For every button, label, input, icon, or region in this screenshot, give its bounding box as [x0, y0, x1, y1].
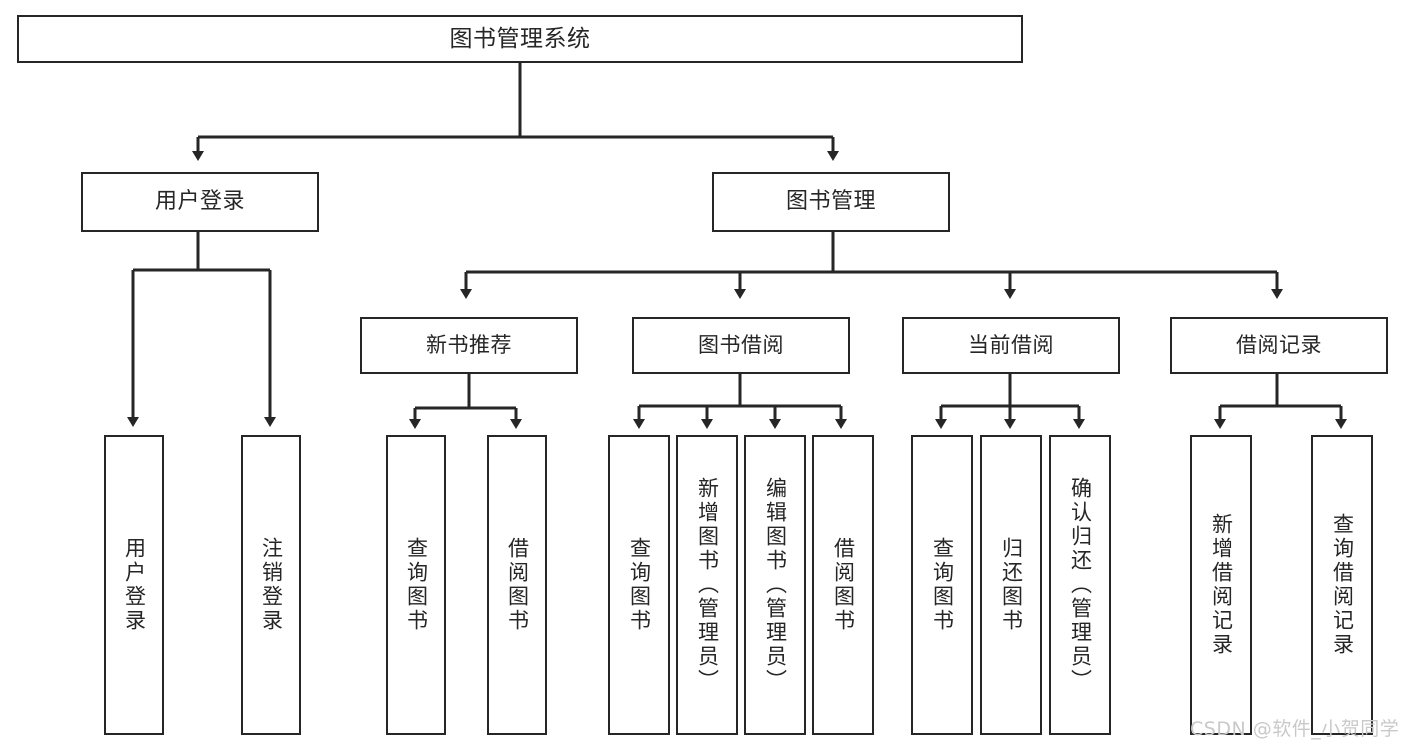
leaf-user-login[interactable]: 用户登录: [104, 435, 164, 735]
leaf-query-book-2[interactable]: 查询图书: [608, 435, 670, 735]
node-root-label: 图书管理系统: [449, 25, 591, 52]
leaf-query-record[interactable]: 查询借阅记录: [1311, 435, 1373, 735]
leaf-borrow-book-1-label: 借阅图书: [505, 537, 530, 633]
leaf-borrow-book-2-inner: 借阅图书: [814, 437, 872, 733]
leaf-return-book[interactable]: 归还图书: [980, 435, 1042, 735]
leaf-add-book[interactable]: 新增图书（管理员）: [676, 435, 738, 735]
node-new-book-recommend-label: 新书推荐: [426, 333, 512, 358]
node-borrow-record-label: 借阅记录: [1236, 333, 1322, 358]
node-borrow-record[interactable]: 借阅记录: [1170, 317, 1388, 374]
leaf-query-record-label: 查询借阅记录: [1330, 513, 1355, 657]
leaf-query-book-1-inner: 查询图书: [388, 437, 444, 733]
leaf-return-book-label: 归还图书: [999, 537, 1024, 633]
watermark: CSDN @软件_小贺同学: [1190, 718, 1400, 740]
leaf-query-book-1-label: 查询图书: [404, 537, 429, 633]
node-current-borrow[interactable]: 当前借阅: [902, 317, 1120, 374]
leaf-user-login-label: 用户登录: [122, 537, 147, 633]
leaf-add-book-inner: 新增图书（管理员）: [678, 437, 736, 733]
node-book-borrow-label: 图书借阅: [698, 333, 784, 358]
node-new-book-recommend[interactable]: 新书推荐: [360, 317, 578, 374]
leaf-edit-book[interactable]: 编辑图书（管理员）: [744, 435, 806, 735]
leaf-query-book-3-inner: 查询图书: [913, 437, 971, 733]
leaf-query-book-2-inner: 查询图书: [610, 437, 668, 733]
leaf-borrow-book-2-label: 借阅图书: [831, 537, 856, 633]
leaf-logout-inner: 注销登录: [243, 437, 299, 733]
leaf-confirm-return-label: 确认归还（管理员）: [1068, 477, 1093, 693]
leaf-add-record[interactable]: 新增借阅记录: [1190, 435, 1252, 735]
leaf-query-book-3[interactable]: 查询图书: [911, 435, 973, 735]
node-book-manage[interactable]: 图书管理: [712, 172, 950, 232]
leaf-add-record-inner: 新增借阅记录: [1192, 437, 1250, 733]
leaf-logout-label: 注销登录: [259, 537, 284, 633]
leaf-logout[interactable]: 注销登录: [241, 435, 301, 735]
leaf-borrow-book-1-inner: 借阅图书: [489, 437, 545, 733]
node-book-borrow[interactable]: 图书借阅: [632, 317, 850, 374]
leaf-confirm-return[interactable]: 确认归还（管理员）: [1049, 435, 1111, 735]
node-book-manage-label: 图书管理: [785, 189, 876, 215]
leaf-return-book-inner: 归还图书: [982, 437, 1040, 733]
leaf-add-record-label: 新增借阅记录: [1209, 513, 1234, 657]
leaf-edit-book-inner: 编辑图书（管理员）: [746, 437, 804, 733]
leaf-borrow-book-1[interactable]: 借阅图书: [487, 435, 547, 735]
leaf-edit-book-label: 编辑图书（管理员）: [763, 477, 788, 693]
leaf-add-book-label: 新增图书（管理员）: [695, 477, 720, 693]
leaf-confirm-return-inner: 确认归还（管理员）: [1051, 437, 1109, 733]
leaf-query-book-3-label: 查询图书: [930, 537, 955, 633]
leaf-user-login-inner: 用户登录: [106, 437, 162, 733]
leaf-borrow-book-2[interactable]: 借阅图书: [812, 435, 874, 735]
node-root[interactable]: 图书管理系统: [17, 15, 1023, 63]
node-user-login[interactable]: 用户登录: [81, 172, 319, 232]
leaf-query-book-2-label: 查询图书: [627, 537, 652, 633]
node-user-login-label: 用户登录: [154, 189, 245, 215]
leaf-query-record-inner: 查询借阅记录: [1313, 437, 1371, 733]
node-current-borrow-label: 当前借阅: [968, 333, 1054, 358]
leaf-query-book-1[interactable]: 查询图书: [386, 435, 446, 735]
